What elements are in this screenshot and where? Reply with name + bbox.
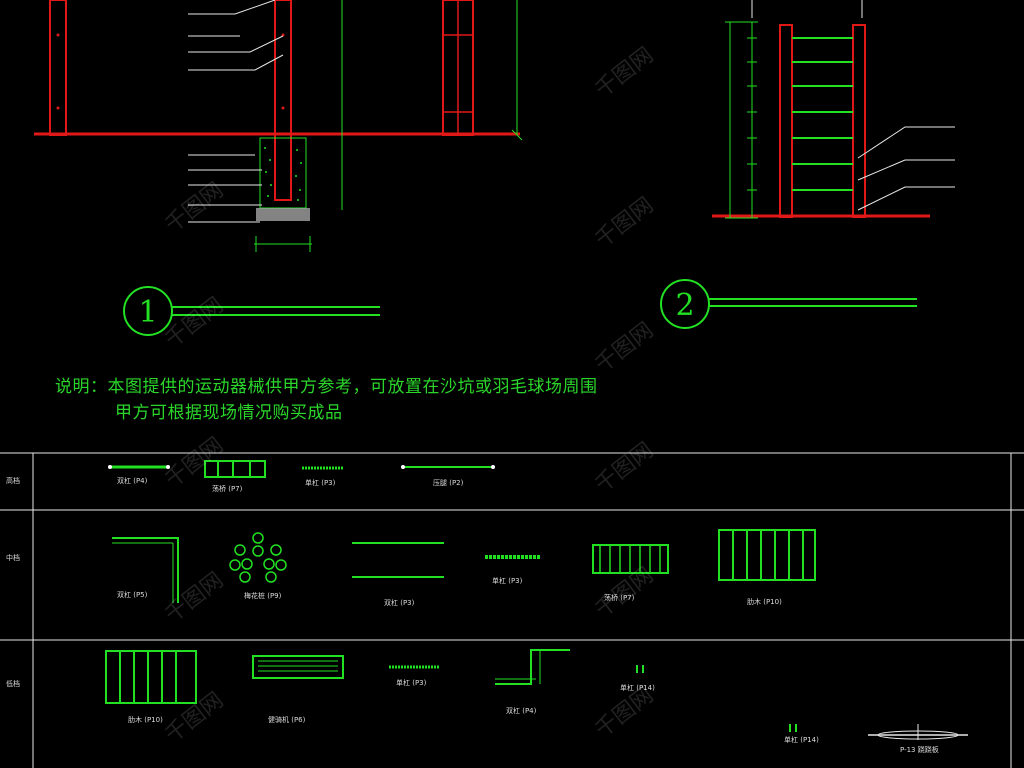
item-label: 肋木 (P10) [128,715,163,724]
left-post [49,0,67,136]
item-label: 单杠 (P14) [784,735,819,744]
row-label: 低档 [6,679,20,688]
row-label: 高档 [6,476,20,485]
detail-2-elevation [712,0,955,219]
marker-1 [123,286,380,336]
item-label: 双杠 (P3) [384,598,415,607]
item-label: 双杠 (P5) [117,590,148,599]
table-grid [0,452,1024,768]
item-label: P-13 跷跷板 [900,745,939,754]
row1-icons [108,460,495,478]
item-label: 双杠 (P4) [506,706,537,715]
marker-2-number: 2 [675,288,694,323]
item-label: 单杠 (P3) [492,576,523,585]
center-post [274,0,292,201]
ladder-right-rail [852,24,866,218]
marker-1-number: 1 [138,295,157,330]
note-line-2: 甲方可根据现场情况购买成品 [115,403,343,423]
row-label: 中档 [6,553,20,562]
detail-1-elevation [34,0,523,252]
item-label: 荡桥 (P7) [604,593,635,602]
item-label: 单杠 (P3) [305,478,336,487]
item-label: 单杠 (P14) [620,683,655,692]
row3-icons [105,649,968,740]
item-label: 肋木 (P10) [747,597,782,606]
base-slab [256,208,310,221]
item-label: 梅花桩 (P9) [244,591,282,600]
marker-numbers: 1 2 [138,288,694,330]
item-label: 荡桥 (P7) [212,484,243,493]
table-labels: 高档 中档 低档 双杠 (P4) 荡桥 (P7) 单杠 (P3) 压腿 (P2)… [6,476,939,754]
item-label: 单杠 (P3) [396,678,427,687]
note-line-1: 说明：本图提供的运动器械供甲方参考，可放置在沙坑或羽毛球场周围 [55,377,598,397]
item-label: 双杠 (P4) [117,476,148,485]
marker-2 [660,279,917,329]
foundation [259,137,307,209]
item-label: 压腿 (P2) [433,479,464,487]
ladder-left-rail [779,24,793,218]
row2-icons [112,529,816,603]
item-label: 健骑机 (P6) [268,715,306,724]
